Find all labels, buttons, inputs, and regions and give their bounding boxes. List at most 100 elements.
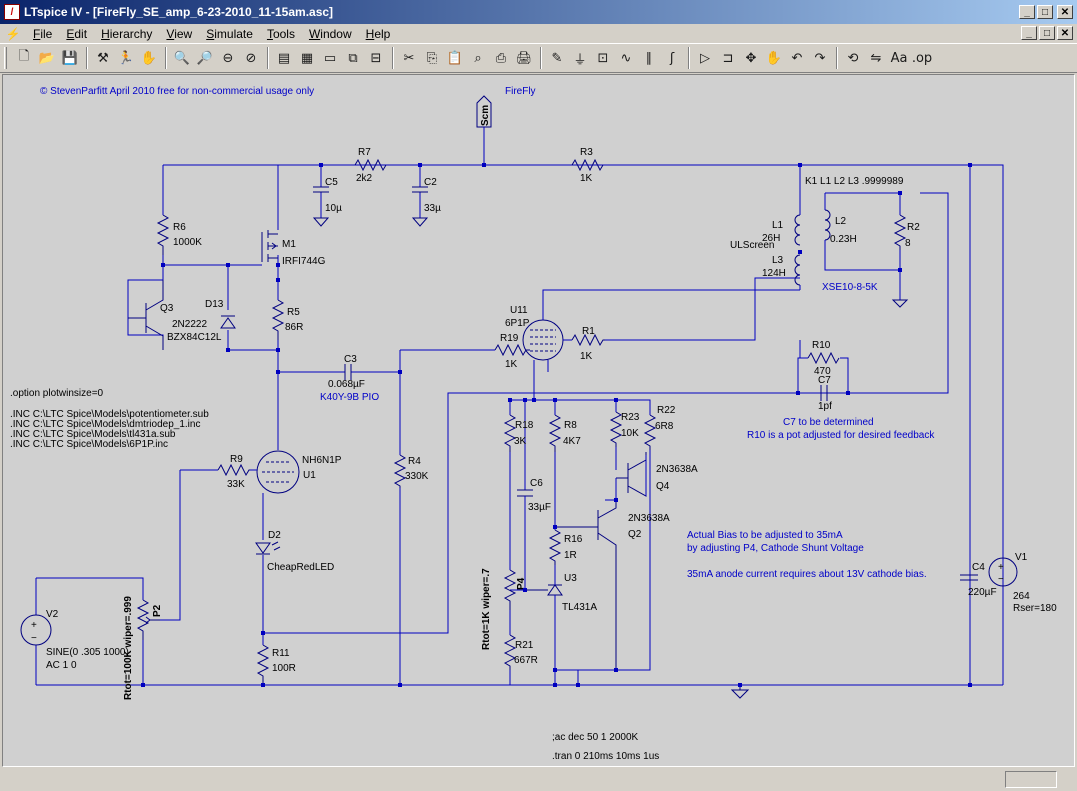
resistor-r3[interactable]: R3 1K (571, 147, 604, 184)
net-label-firefly[interactable]: FireFly (505, 86, 536, 97)
maximize-button[interactable]: □ (1037, 5, 1053, 19)
pentode-u11[interactable]: U11 6P1P (505, 289, 800, 400)
port-scm[interactable]: Scm (476, 95, 492, 128)
save-icon[interactable]: 💾 (61, 50, 79, 66)
spice-directive-icon[interactable]: .op (911, 50, 933, 66)
print-icon[interactable]: 🖨 (515, 50, 533, 66)
note-r10[interactable]: R10 is a pot adjusted for desired feedba… (747, 430, 935, 441)
resistor-r1[interactable]: R1 1K (563, 277, 800, 362)
note-bias-1[interactable]: Actual Bias to be adjusted to 35mA (687, 530, 843, 541)
copyright-text[interactable]: © StevenParfitt April 2010 free for non-… (40, 86, 314, 97)
led-d2[interactable]: D2 CheapRedLED (255, 493, 334, 645)
directive-line-2[interactable]: .INC C:\LTC Spice\Models\dmtriodep_1.inc (10, 419, 200, 430)
source-v1[interactable]: + − V1 264 Rser=180 (988, 552, 1057, 614)
label-icon[interactable]: ⊡ (597, 50, 609, 66)
transistor-q2[interactable]: 2N3638A Q2 (555, 500, 670, 670)
document-icon[interactable]: ⚡ (5, 26, 21, 41)
shunt-regulator-u3[interactable]: U3 TL431A (525, 565, 597, 685)
menu-tools[interactable]: Tools (266, 26, 295, 41)
cut-icon[interactable]: ✂ (403, 50, 415, 66)
triode-u1[interactable]: NH6N1P U1 (256, 450, 342, 494)
schematic-svg[interactable]: © StevenParfitt April 2010 free for non-… (3, 75, 1074, 766)
resistor-r6[interactable]: R6 1000K (156, 165, 202, 265)
wire-feedback[interactable] (263, 192, 949, 634)
menu-hierarchy[interactable]: Hierarchy (101, 26, 153, 41)
resistor-icon[interactable]: ∿ (620, 50, 632, 66)
resistor-r23[interactable]: R23 10K (609, 411, 640, 470)
capacitor-icon[interactable]: ∥ (645, 50, 653, 66)
zener-d13[interactable]: D13 BZX84C12L (167, 299, 236, 343)
child-restore-button[interactable]: □ (1039, 26, 1055, 40)
autorange-icon[interactable]: ▤ (277, 50, 291, 66)
resistor-r7[interactable]: R7 2k2 (354, 147, 387, 184)
menu-help[interactable]: Help (365, 26, 391, 41)
wire-icon[interactable]: ✎ (551, 50, 563, 66)
minimize-button[interactable]: _ (1019, 5, 1035, 19)
redo-icon[interactable]: ↷ (814, 50, 826, 66)
menu-file[interactable]: File (33, 26, 53, 41)
mirror-icon[interactable]: ⇋ (870, 50, 882, 66)
tile-horizontal-icon[interactable]: ▭ (323, 50, 337, 66)
coupling-directive[interactable]: K1 L1 L2 L3 .9999989 (805, 176, 904, 187)
resistor-r8[interactable]: R8 4K7 (548, 414, 581, 530)
resistor-r11[interactable]: R11 100R (256, 644, 296, 685)
close-all-icon[interactable]: ⊟ (370, 50, 382, 66)
resistor-r5[interactable]: R5 86R (271, 280, 303, 372)
capacitor-c3[interactable]: C3 0.068µF K40Y-9B PIO (278, 354, 400, 403)
zoom-in-icon[interactable]: 🔍 (173, 50, 191, 66)
component-icon[interactable]: ⊐ (722, 50, 734, 66)
potentiometer-p2[interactable]: P2 Rtot=100K wiper=.999 (123, 596, 163, 700)
capacitor-c7[interactable]: C7 1pf (798, 375, 848, 412)
open-icon[interactable]: 📂 (38, 50, 56, 66)
menu-edit[interactable]: Edit (66, 26, 88, 41)
run-icon[interactable]: 🏃 (117, 50, 135, 66)
resistor-r16[interactable]: R16 1R (548, 529, 583, 565)
wire-d13[interactable] (227, 265, 279, 351)
ground-icon[interactable]: ⏚ (573, 52, 587, 68)
zoom-out-icon[interactable]: 🔎 (196, 50, 214, 66)
resistor-r19[interactable]: R19 1K (494, 333, 530, 370)
resistor-r18[interactable]: R18 3K (503, 414, 534, 570)
capacitor-c2[interactable]: C2 33µ (411, 165, 441, 227)
ltspice-app-icon[interactable]: / (4, 4, 20, 20)
transformer-output[interactable]: K1 L1 L2 L3 .9999989 L1 26H ULScreen L3 … (730, 165, 920, 308)
drag-icon[interactable]: ✋ (765, 50, 783, 66)
cascade-icon[interactable]: ⧉ (348, 50, 358, 66)
transistor-q4[interactable]: 2N3638A Q4 (605, 452, 698, 501)
resistor-r9[interactable]: R9 33K (180, 454, 257, 490)
menu-simulate[interactable]: Simulate (206, 26, 253, 41)
note-bias-2[interactable]: by adjusting P4, Cathode Shunt Voltage (687, 543, 864, 554)
new-schematic-icon[interactable]: 🗋 (18, 49, 30, 64)
child-minimize-button[interactable]: _ (1021, 26, 1037, 40)
note-bias-3[interactable]: 35mA anode current requires about 13V ca… (687, 569, 927, 580)
grid-icon[interactable]: ▦ (300, 50, 314, 66)
rotate-icon[interactable]: ⟲ (847, 50, 859, 66)
directive-tran[interactable]: .tran 0 210ms 10ms 1us (552, 751, 659, 762)
toolbar-grip[interactable] (4, 47, 7, 69)
paste-icon[interactable]: 📋 (446, 50, 464, 66)
potentiometer-p4[interactable]: P4 Rtot=1K wiper=.7 (481, 568, 527, 650)
transistor-q3[interactable]: Q3 2N2222 (128, 280, 207, 350)
copy-icon[interactable]: ⎘ (426, 50, 438, 66)
directive-line-4[interactable]: .INC C:\LTC Spice\Models\6P1P.inc (10, 439, 168, 450)
note-c7[interactable]: C7 to be determined (783, 417, 874, 428)
directive-ac[interactable]: ;ac dec 50 1 2000K (552, 732, 639, 743)
capacitor-c6[interactable]: C6 33µF (510, 478, 551, 591)
diode-icon[interactable]: ▷ (700, 50, 710, 66)
child-close-button[interactable]: ✕ (1057, 26, 1073, 40)
halt-icon[interactable]: ✋ (140, 50, 158, 66)
control-panel-icon[interactable]: ⚒ (97, 50, 109, 66)
directive-line-3[interactable]: .INC C:\LTC Spice\Models\tl431a.sub (10, 429, 176, 440)
resistor-r10[interactable]: R10 470 (797, 340, 849, 393)
text-icon[interactable]: Aa (890, 50, 908, 66)
resistor-r21[interactable]: R21 667R (503, 610, 538, 685)
schematic-canvas[interactable]: © StevenParfitt April 2010 free for non-… (2, 74, 1075, 767)
menu-window[interactable]: Window (308, 26, 352, 41)
mosfet-m1[interactable]: M1 IRFI744G (261, 165, 326, 280)
find-icon[interactable]: ⌕ (474, 50, 482, 66)
wire-cathode-bus[interactable] (509, 399, 651, 490)
directive-line-0[interactable]: .option plotwinsize=0 (10, 388, 104, 399)
capacitor-c4[interactable]: C4 220µF (960, 562, 997, 598)
resistor-r4[interactable]: R4 330K (393, 454, 429, 488)
capacitor-c5[interactable]: C5 10µ (312, 165, 342, 227)
